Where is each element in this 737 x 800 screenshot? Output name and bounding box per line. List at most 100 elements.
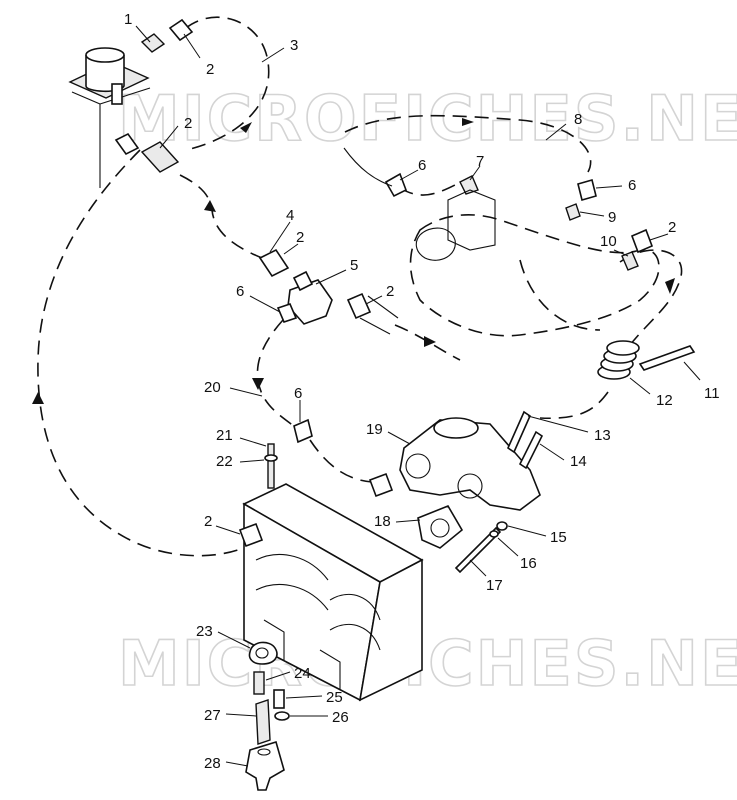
hose-t-right — [394, 324, 461, 361]
spring-coil-4 — [606, 340, 640, 356]
leader-16 — [497, 537, 519, 557]
leader-19 — [387, 431, 411, 445]
fitting-6c — [276, 303, 298, 323]
watermark-bottom: MICROFICHES.NET — [118, 627, 737, 700]
gasket-18 — [417, 505, 464, 549]
arrow-3 — [240, 122, 252, 133]
head-port — [415, 227, 456, 261]
leader-4 — [269, 221, 291, 253]
callout-17: 17 — [486, 577, 503, 594]
washer-22 — [264, 454, 278, 462]
callout-2d: 2 — [668, 219, 676, 236]
callout-6b: 6 — [628, 177, 636, 194]
block-fins-1 — [255, 553, 329, 611]
leader-25 — [285, 695, 323, 699]
arrow-20 — [252, 378, 264, 390]
gasket-18-hole — [430, 518, 450, 538]
callout-24: 24 — [294, 665, 311, 682]
arrow-left — [32, 392, 44, 404]
leader-8 — [545, 123, 567, 141]
manifold-port-2 — [457, 473, 483, 499]
head-block — [447, 189, 496, 251]
leader-10 — [613, 249, 629, 257]
callout-22: 22 — [216, 453, 233, 470]
clamp-2a — [168, 18, 194, 42]
fitting-6d — [293, 418, 313, 444]
leader-27 — [225, 713, 257, 717]
bolt-17 — [454, 526, 502, 574]
callout-28: 28 — [204, 755, 221, 772]
tank-body — [85, 55, 125, 93]
flow-arrows — [32, 118, 675, 404]
spring-27 — [255, 699, 271, 745]
washer-15 — [496, 521, 508, 531]
callout-8: 8 — [574, 111, 582, 128]
block-side — [358, 558, 423, 702]
leader-2c — [283, 243, 299, 255]
leader-2b — [159, 125, 179, 149]
leader-15 — [507, 525, 547, 537]
callout-6c: 6 — [236, 283, 244, 300]
callout-2f: 2 — [204, 513, 212, 530]
bolt-21 — [267, 443, 275, 489]
leader-6a — [399, 169, 419, 181]
clamp-2e — [346, 292, 372, 320]
callout-14: 14 — [570, 453, 587, 470]
spring-12 — [597, 340, 640, 380]
hose-20 — [256, 319, 301, 433]
arrow-t-right — [424, 336, 436, 347]
clamp-2f — [238, 522, 264, 548]
hose-3 — [185, 16, 270, 151]
callout-2b: 2 — [184, 115, 192, 132]
bolt-14 — [518, 430, 544, 470]
callout-15: 15 — [550, 529, 567, 546]
fitting-6b — [577, 179, 597, 201]
manifold-port-1 — [405, 453, 431, 479]
leader-9 — [579, 211, 605, 217]
leader-24 — [265, 671, 291, 681]
arrow-right — [665, 278, 675, 294]
gasket-23-hole — [255, 647, 269, 659]
callout-4: 4 — [286, 207, 294, 224]
hose-left-loop — [37, 149, 251, 557]
callout-20: 20 — [204, 379, 221, 396]
callout-13: 13 — [594, 427, 611, 444]
leader-11 — [683, 361, 701, 381]
tie-strap-11 — [638, 345, 696, 371]
leader-2a — [183, 33, 201, 59]
leader-2d — [649, 233, 669, 241]
clamp-2b — [114, 132, 140, 156]
hose-6a — [343, 147, 393, 187]
hose-right — [619, 249, 683, 346]
body-28 — [245, 740, 285, 791]
callout-6d: 6 — [294, 385, 302, 402]
hose-2e-stub — [359, 295, 399, 335]
callout-16: 16 — [520, 555, 537, 572]
callout-11: 11 — [704, 385, 720, 402]
hose-4-end — [258, 248, 290, 278]
fitting-6e — [368, 472, 394, 498]
manifold-body — [399, 419, 541, 511]
hose-12-link — [539, 391, 609, 420]
fittings — [114, 18, 654, 498]
callout-2c: 2 — [296, 229, 304, 246]
callout-19: 19 — [366, 421, 383, 438]
callout-7: 7 — [476, 153, 484, 170]
block-fins-2 — [329, 593, 381, 651]
leader-6b — [595, 185, 623, 189]
leader-20 — [229, 387, 263, 397]
body-28-hole — [257, 748, 271, 756]
arrow-upper — [204, 200, 216, 212]
manifold-flange-top — [433, 417, 479, 439]
callout-9: 9 — [608, 209, 616, 226]
leader-5 — [315, 269, 347, 285]
washer-26 — [274, 711, 290, 721]
leader-14 — [539, 443, 565, 461]
hose-6-lower — [309, 439, 373, 483]
bolt-13 — [506, 410, 532, 454]
exhaust-manifold-19 — [399, 410, 544, 574]
callout-27: 27 — [204, 707, 221, 724]
pin-24 — [253, 671, 265, 695]
fitting-9 — [565, 203, 581, 221]
callout-5: 5 — [350, 257, 358, 274]
